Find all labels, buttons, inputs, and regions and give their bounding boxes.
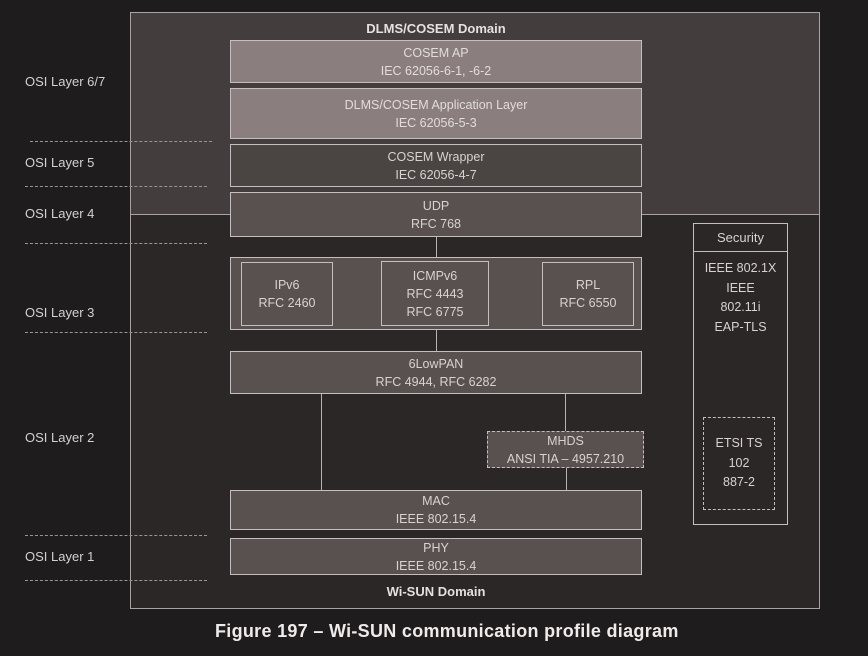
cosem-ap-title: COSEM AP: [403, 45, 469, 60]
etsi-line: 102: [728, 455, 750, 470]
osi-layer-2-label: OSI Layer 2: [25, 430, 95, 445]
mac-box: MAC IEEE 802.15.4: [230, 490, 642, 530]
udp-title: UDP: [422, 198, 450, 213]
wisun-domain-title: Wi-SUN Domain: [386, 584, 486, 599]
osi-layer-1-label: OSI Layer 1: [25, 549, 95, 564]
layer-separator: [30, 141, 212, 142]
phy-spec: IEEE 802.15.4: [395, 558, 477, 573]
security-title: Security: [717, 229, 764, 245]
security-item: 802.11i: [720, 300, 761, 314]
6lowpan-spec: RFC 4944, RFC 6282: [375, 374, 497, 389]
security-protocols: IEEE 802.1X IEEE 802.11i EAP-TLS: [693, 259, 788, 337]
mac-title: MAC: [422, 494, 450, 508]
6lowpan-title: 6LowPAN: [408, 356, 464, 371]
connector-network-6lowpan: [436, 330, 437, 351]
dlms-cosem-domain-title: DLMS/COSEM Domain: [366, 21, 506, 36]
dlms-app-layer-title: DLMS/COSEM Application Layer: [344, 97, 528, 112]
cosem-wrapper-spec: IEC 62056-4-7: [395, 167, 477, 182]
icmpv6-spec-2: RFC 6775: [406, 304, 464, 319]
layer-separator: [25, 243, 207, 244]
phy-box: PHY IEEE 802.15.4: [230, 538, 642, 575]
layer-separator: [25, 580, 207, 581]
udp-box: UDP RFC 768: [230, 192, 642, 237]
phy-title: PHY: [423, 540, 449, 555]
mhds-spec: ANSI TIA – 4957.210: [506, 451, 625, 466]
layer-separator: [25, 535, 207, 536]
cosem-wrapper-box: COSEM Wrapper IEC 62056-4-7: [230, 144, 642, 187]
rpl-box: RPL RFC 6550: [542, 262, 634, 326]
security-item: IEEE: [726, 280, 755, 295]
cosem-ap-box: COSEM AP IEC 62056-6-1, -6-2: [230, 40, 642, 83]
ipv6-spec: RFC 2460: [258, 296, 316, 310]
osi-layer-5-label: OSI Layer 5: [25, 155, 95, 170]
etsi-box: ETSI TS 102 887-2: [703, 417, 775, 510]
security-item: EAP-TLS: [714, 319, 767, 334]
connector-6lowpan-mac: [321, 394, 322, 490]
ipv6-title: IPv6: [274, 278, 300, 292]
icmpv6-box: ICMPv6 RFC 4443 RFC 6775: [381, 261, 489, 326]
dlms-app-layer-box: DLMS/COSEM Application Layer IEC 62056-5…: [230, 88, 642, 139]
rpl-title: RPL: [575, 278, 601, 292]
dlms-app-layer-spec: IEC 62056-5-3: [395, 115, 477, 130]
connector-mhds-mac: [566, 468, 567, 490]
etsi-line: ETSI TS: [715, 436, 763, 451]
security-item: IEEE 802.1X: [704, 261, 777, 275]
etsi-line: 887-2: [723, 475, 755, 490]
layer-separator: [25, 332, 207, 333]
mac-spec: IEEE 802.15.4: [395, 512, 477, 526]
figure-caption: Figure 197 – Wi-SUN communication profil…: [215, 621, 679, 641]
osi-layer-4-label: OSI Layer 4: [25, 206, 95, 221]
icmpv6-spec-1: RFC 4443: [406, 286, 464, 301]
udp-spec: RFC 768: [410, 216, 462, 231]
connector-udp-network: [436, 237, 437, 257]
security-header: Security: [693, 223, 788, 252]
osi-layer-6-7-label: OSI Layer 6/7: [25, 74, 106, 89]
rpl-spec: RFC 6550: [559, 296, 617, 310]
mhds-box: MHDS ANSI TIA – 4957.210: [487, 431, 644, 468]
mhds-title: MHDS: [547, 433, 584, 448]
connector-6lowpan-mhds: [565, 394, 566, 431]
cosem-ap-spec: IEC 62056-6-1, -6-2: [380, 63, 492, 78]
ipv6-box: IPv6 RFC 2460: [241, 262, 333, 326]
icmpv6-title: ICMPv6: [412, 268, 458, 283]
6lowpan-box: 6LowPAN RFC 4944, RFC 6282: [230, 351, 642, 394]
layer-separator: [25, 186, 207, 187]
osi-layer-3-label: OSI Layer 3: [25, 305, 95, 320]
cosem-wrapper-title: COSEM Wrapper: [387, 149, 485, 164]
